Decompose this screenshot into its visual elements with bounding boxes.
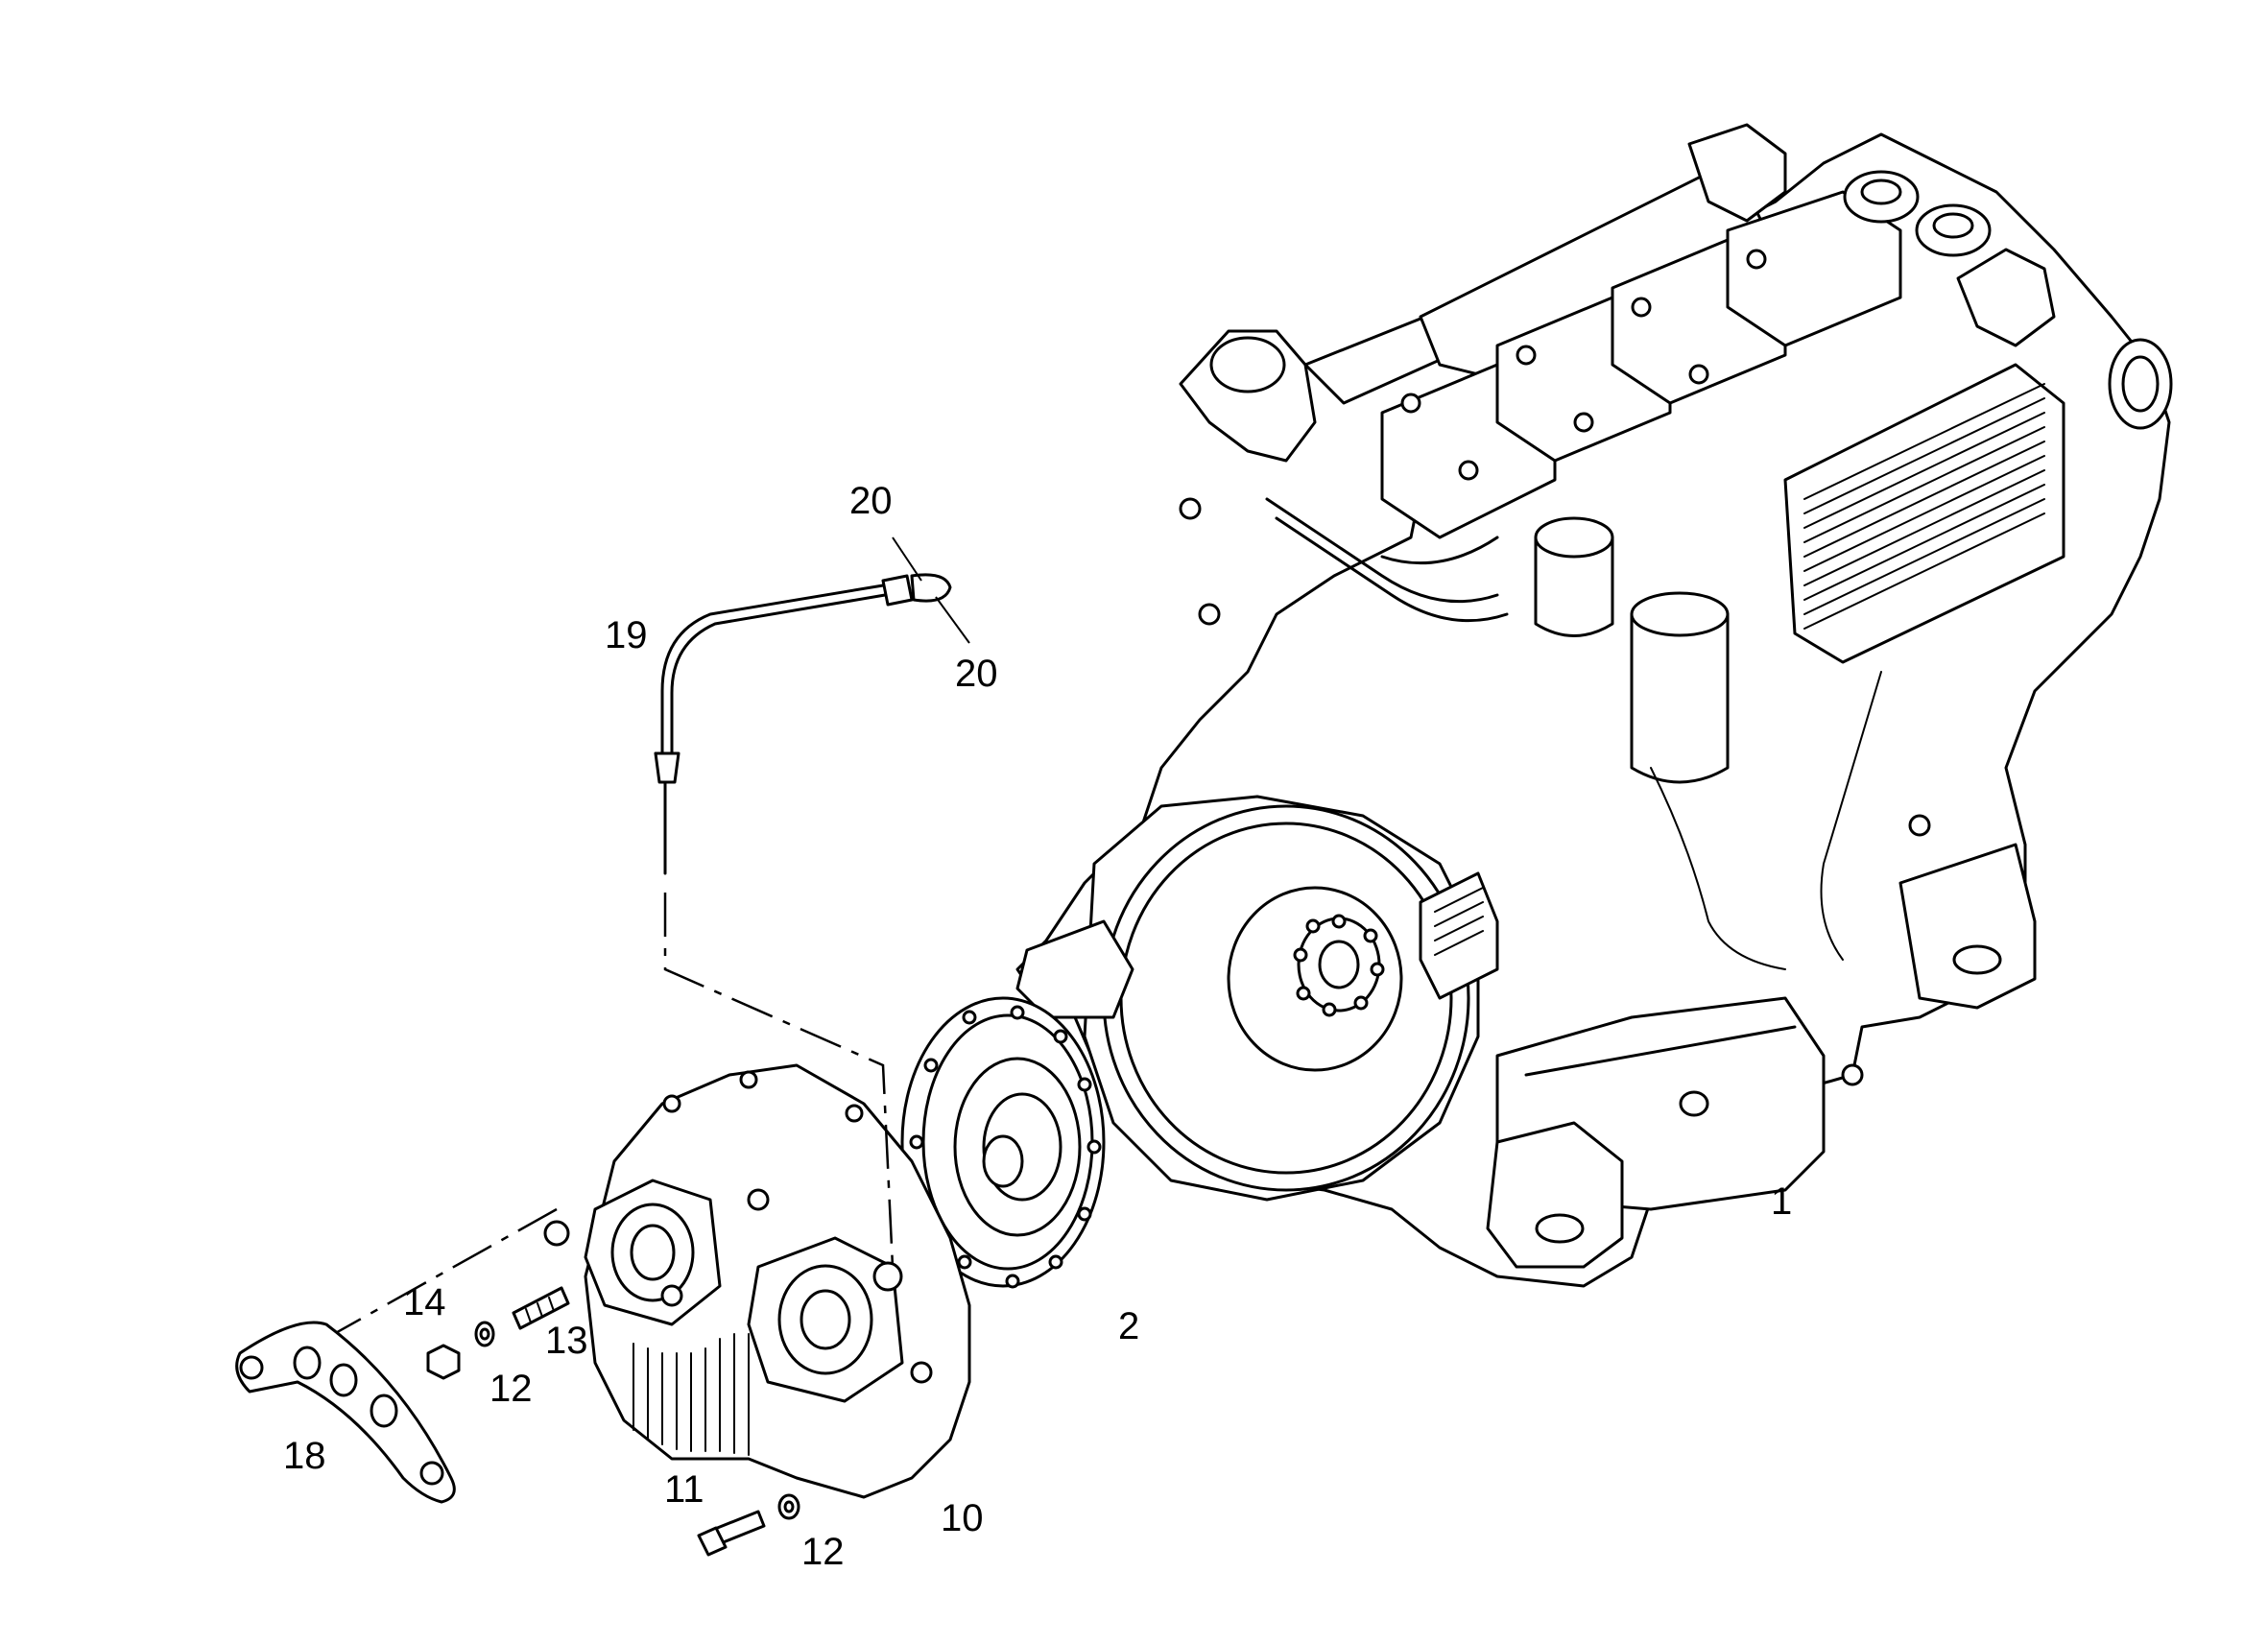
dipstick-tube bbox=[654, 573, 952, 875]
callout-14: 14 bbox=[403, 1281, 446, 1323]
callout-1: 1 bbox=[1771, 1180, 1792, 1223]
callout-20-upper: 20 bbox=[849, 480, 893, 522]
callout-10: 10 bbox=[941, 1497, 984, 1539]
support-bracket bbox=[235, 1321, 456, 1504]
projection-line-bracket bbox=[316, 1207, 558, 1346]
callout-12-lower: 12 bbox=[801, 1531, 845, 1573]
callout-12-upper: 12 bbox=[489, 1368, 533, 1410]
gearbox-fins bbox=[633, 1333, 750, 1456]
clutch-disc bbox=[900, 996, 1106, 1289]
leader-20a bbox=[892, 536, 922, 582]
flywheel-bolts bbox=[1293, 914, 1385, 1017]
leader-20b bbox=[935, 596, 970, 644]
callout-18: 18 bbox=[283, 1435, 326, 1477]
callout-19: 19 bbox=[605, 614, 648, 656]
intercooler-fins bbox=[1803, 383, 2045, 630]
callout-20-lower: 20 bbox=[955, 653, 998, 695]
gearbox-housing bbox=[543, 1063, 971, 1499]
callout-11: 11 bbox=[664, 1468, 704, 1511]
engine-assembly bbox=[1015, 123, 2173, 1288]
callout-2: 2 bbox=[1118, 1305, 1139, 1347]
projection-line-dipstick bbox=[663, 893, 895, 1268]
hardware-bolt-washer bbox=[697, 1493, 800, 1557]
callout-13: 13 bbox=[545, 1320, 588, 1362]
hardware-nut-washer-stud bbox=[426, 1286, 570, 1380]
clutch-disc-holes bbox=[909, 1005, 1102, 1289]
